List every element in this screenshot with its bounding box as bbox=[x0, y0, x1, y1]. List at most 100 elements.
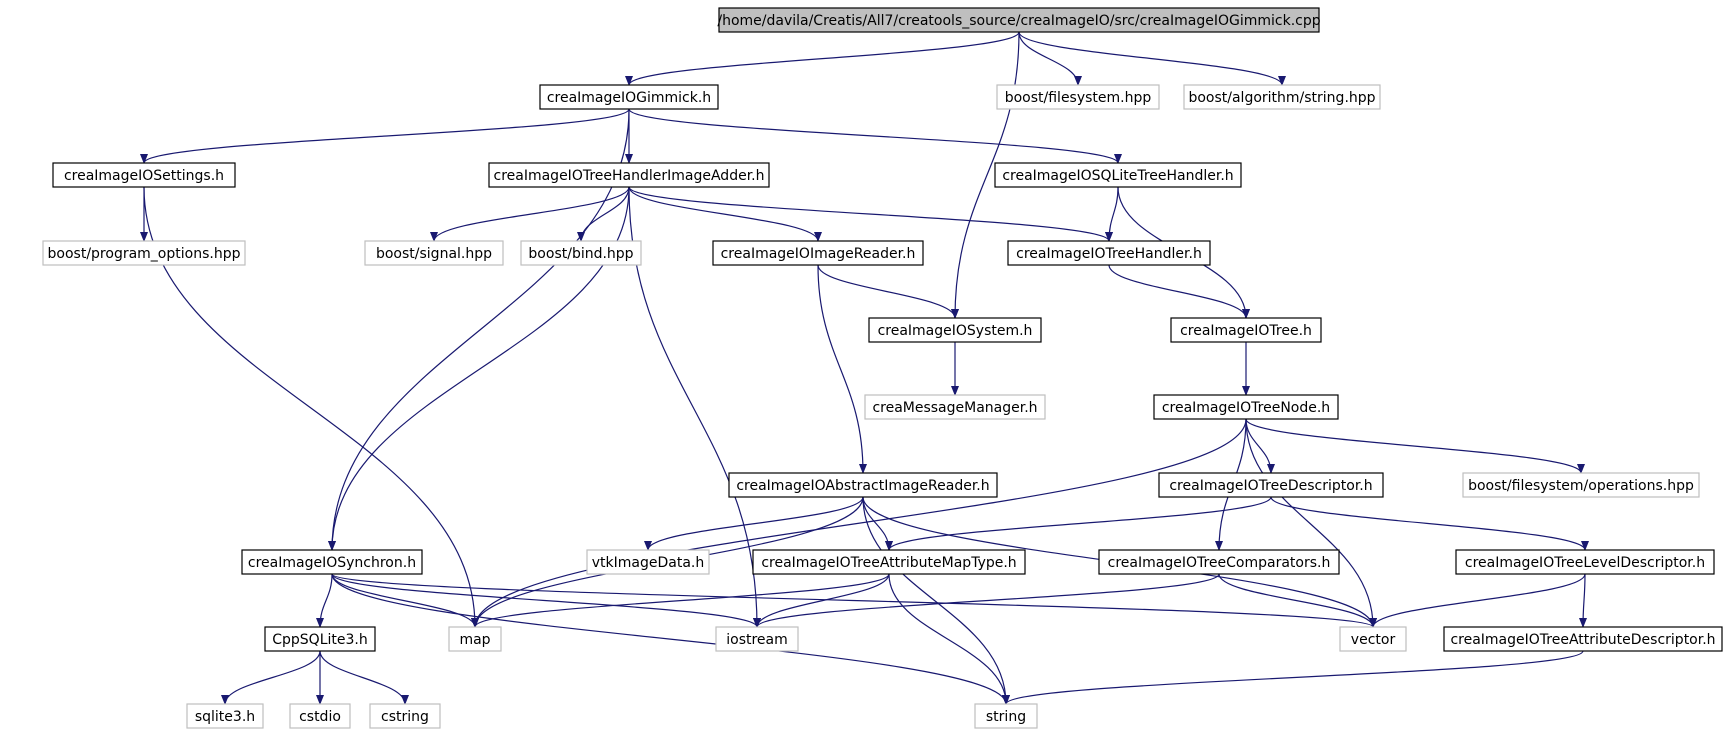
node-label-root: /home/davila/Creatis/All7/creatools_sour… bbox=[717, 13, 1320, 29]
node-label-msg_manager_h: creaMessageManager.h bbox=[872, 400, 1037, 416]
node-label-level_descriptor_h: creaImageIOTreeLevelDescriptor.h bbox=[1465, 555, 1705, 571]
node-string: string bbox=[974, 703, 1038, 729]
node-adder_h[interactable]: creaImageIOTreeHandlerImageAdder.h bbox=[488, 162, 770, 188]
node-label-boost_signal: boost/signal.hpp bbox=[376, 246, 492, 262]
node-attr_map_type_h[interactable]: creaImageIOTreeAttributeMapType.h bbox=[752, 549, 1026, 575]
node-box-vector bbox=[1339, 626, 1407, 652]
node-level_descriptor_h[interactable]: creaImageIOTreeLevelDescriptor.h bbox=[1455, 549, 1715, 575]
node-box-boost_fs bbox=[996, 84, 1160, 110]
edge-root-to-boost_fs bbox=[1018, 31, 1082, 86]
node-abstract_reader_h[interactable]: creaImageIOAbstractImageReader.h bbox=[728, 472, 998, 498]
edge-attr_map_type_h-to-iostream bbox=[753, 573, 890, 628]
node-box-system_h bbox=[868, 317, 1042, 343]
edge-comparators_h-to-vector bbox=[1218, 573, 1377, 628]
node-box-gimmick_h bbox=[539, 84, 719, 110]
node-synchron_h[interactable]: creaImageIOSynchron.h bbox=[241, 549, 423, 575]
node-box-attr_map_type_h bbox=[752, 549, 1026, 575]
nodes-layer: /home/davila/Creatis/All7/creatools_sour… bbox=[42, 7, 1723, 729]
node-box-attr_descriptor_h bbox=[1443, 626, 1723, 652]
node-settings_h[interactable]: creaImageIOSettings.h bbox=[52, 162, 236, 188]
node-sqlite_handler_h[interactable]: creaImageIOSQLiteTreeHandler.h bbox=[994, 162, 1242, 188]
node-label-image_reader_h: creaImageIOImageReader.h bbox=[721, 246, 916, 262]
node-label-abstract_reader_h: creaImageIOAbstractImageReader.h bbox=[736, 478, 989, 494]
node-tree_h[interactable]: creaImageIOTree.h bbox=[1170, 317, 1322, 343]
node-vtk_image_data: vtkImageData.h bbox=[586, 549, 710, 575]
node-box-image_reader_h bbox=[712, 240, 924, 266]
edge-attr_descriptor_h-to-string bbox=[1002, 650, 1584, 705]
node-label-tree_h: creaImageIOTree.h bbox=[1180, 323, 1312, 339]
edge-adder_h-to-boost_bind bbox=[577, 186, 630, 242]
node-box-vtk_image_data bbox=[586, 549, 710, 575]
edge-root-to-gimmick_h bbox=[625, 31, 1020, 86]
node-label-string: string bbox=[986, 709, 1026, 725]
node-box-boost_po bbox=[42, 240, 246, 266]
node-box-iostream bbox=[715, 626, 799, 652]
node-box-comparators_h bbox=[1098, 549, 1340, 575]
node-label-tree_descriptor_h: creaImageIOTreeDescriptor.h bbox=[1169, 478, 1372, 494]
node-map: map bbox=[448, 626, 502, 652]
edges-layer bbox=[140, 31, 1589, 705]
node-label-sqlite3_h: sqlite3.h bbox=[195, 709, 255, 725]
node-sqlite3_h: sqlite3.h bbox=[186, 703, 264, 729]
node-label-cstring: cstring bbox=[381, 709, 429, 725]
node-label-map: map bbox=[459, 632, 490, 648]
node-tree_handler_h[interactable]: creaImageIOTreeHandler.h bbox=[1007, 240, 1211, 266]
node-msg_manager_h: creaMessageManager.h bbox=[864, 394, 1046, 420]
node-cstring: cstring bbox=[369, 703, 441, 729]
node-label-boost_fs_ops: boost/filesystem/operations.hpp bbox=[1468, 478, 1694, 494]
node-label-comparators_h: creaImageIOTreeComparators.h bbox=[1108, 555, 1331, 571]
node-label-boost_po: boost/program_options.hpp bbox=[48, 246, 241, 262]
node-box-root bbox=[718, 7, 1320, 33]
node-tree_descriptor_h[interactable]: creaImageIOTreeDescriptor.h bbox=[1158, 472, 1384, 498]
node-label-gimmick_h: creaImageIOGimmick.h bbox=[547, 90, 711, 106]
node-box-map bbox=[448, 626, 502, 652]
node-box-boost_fs_ops bbox=[1462, 472, 1700, 498]
node-boost_signal: boost/signal.hpp bbox=[364, 240, 504, 266]
node-box-synchron_h bbox=[241, 549, 423, 575]
edge-abstract_reader_h-to-string bbox=[862, 496, 1010, 705]
edge-tree_descriptor_h-to-attr_map_type_h bbox=[885, 496, 1272, 551]
node-boost_po: boost/program_options.hpp bbox=[42, 240, 246, 266]
node-root: /home/davila/Creatis/All7/creatools_sour… bbox=[717, 7, 1321, 33]
node-gimmick_h[interactable]: creaImageIOGimmick.h bbox=[539, 84, 719, 110]
node-box-tree_descriptor_h bbox=[1158, 472, 1384, 498]
node-box-tree_h bbox=[1170, 317, 1322, 343]
node-box-string bbox=[974, 703, 1038, 729]
node-tree_node_h[interactable]: creaImageIOTreeNode.h bbox=[1153, 394, 1339, 420]
node-attr_descriptor_h[interactable]: creaImageIOTreeAttributeDescriptor.h bbox=[1443, 626, 1723, 652]
node-label-vtk_image_data: vtkImageData.h bbox=[592, 555, 704, 571]
edge-level_descriptor_h-to-attr_descriptor_h bbox=[1579, 573, 1588, 628]
node-cppsqlite_h[interactable]: CppSQLite3.h bbox=[264, 626, 376, 652]
edge-tree_descriptor_h-to-level_descriptor_h bbox=[1270, 496, 1589, 551]
edge-adder_h-to-tree_handler_h bbox=[628, 186, 1113, 242]
node-system_h[interactable]: creaImageIOSystem.h bbox=[868, 317, 1042, 343]
node-box-sqlite3_h bbox=[186, 703, 264, 729]
node-iostream: iostream bbox=[715, 626, 799, 652]
node-image_reader_h[interactable]: creaImageIOImageReader.h bbox=[712, 240, 924, 266]
node-box-boost_bind bbox=[520, 240, 642, 266]
node-box-abstract_reader_h bbox=[728, 472, 998, 498]
edge-synchron_h-to-iostream bbox=[331, 573, 761, 628]
edge-abstract_reader_h-to-vtk_image_data bbox=[644, 496, 864, 551]
node-label-boost_fs: boost/filesystem.hpp bbox=[1005, 90, 1152, 106]
edge-tree_handler_h-to-tree_h bbox=[1108, 264, 1250, 319]
edge-attr_map_type_h-to-string bbox=[888, 573, 1010, 705]
node-box-level_descriptor_h bbox=[1455, 549, 1715, 575]
edge-tree_node_h-to-vector bbox=[1245, 418, 1377, 628]
edge-image_reader_h-to-abstract_reader_h bbox=[817, 264, 867, 474]
node-label-settings_h: creaImageIOSettings.h bbox=[64, 168, 224, 184]
edge-root-to-boost_alg bbox=[1018, 31, 1286, 86]
node-box-cppsqlite_h bbox=[264, 626, 376, 652]
node-comparators_h[interactable]: creaImageIOTreeComparators.h bbox=[1098, 549, 1340, 575]
node-label-attr_map_type_h: creaImageIOTreeAttributeMapType.h bbox=[761, 555, 1016, 571]
node-label-cstdio: cstdio bbox=[299, 709, 341, 725]
edge-synchron_h-to-map bbox=[331, 573, 479, 628]
edge-cppsqlite_h-to-sqlite3_h bbox=[221, 650, 321, 705]
edge-cppsqlite_h-to-cstring bbox=[319, 650, 409, 705]
node-label-tree_handler_h: creaImageIOTreeHandler.h bbox=[1016, 246, 1202, 262]
edge-tree_node_h-to-map bbox=[471, 418, 1247, 628]
node-label-boost_bind: boost/bind.hpp bbox=[528, 246, 633, 262]
node-label-attr_descriptor_h: creaImageIOTreeAttributeDescriptor.h bbox=[1450, 632, 1715, 648]
edge-gimmick_h-to-settings_h bbox=[140, 108, 630, 164]
